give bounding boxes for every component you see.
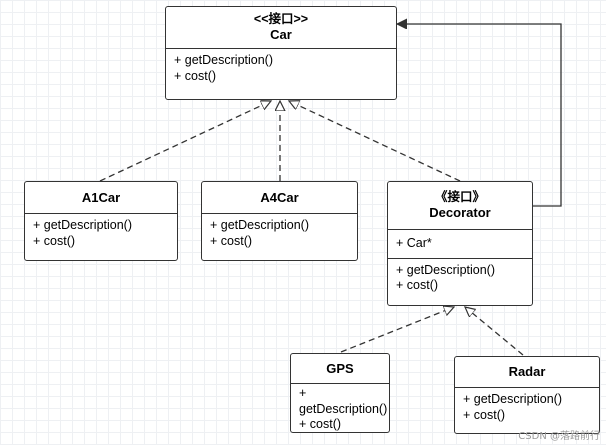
- class-decorator-methods: + getDescription() + cost(): [388, 257, 532, 298]
- class-car-methods: + getDescription() + cost(): [166, 49, 396, 88]
- association-decorator-car: [397, 24, 562, 207]
- class-radar-name: Radar: [508, 364, 546, 379]
- class-decorator-stereotype: 《接口》: [434, 190, 485, 204]
- class-a1car-methods: + getDescription() + cost(): [25, 214, 177, 253]
- class-gps[interactable]: GPS + getDescription() + cost(): [290, 353, 390, 433]
- class-a1car[interactable]: A1Car + getDescription() + cost(): [24, 181, 178, 261]
- method: + getDescription(): [463, 392, 562, 406]
- realization-a1car-car: [99, 101, 271, 182]
- class-a4car-header: A4Car: [202, 182, 357, 214]
- class-gps-methods: + getDescription() + cost(): [291, 384, 389, 432]
- class-decorator[interactable]: 《接口》 Decorator + Car* + getDescription()…: [387, 181, 533, 306]
- method: + cost(): [463, 407, 506, 422]
- class-decorator-header: 《接口》 Decorator: [388, 182, 532, 230]
- realization-decorator-car: [289, 101, 461, 182]
- method: + getDescription(): [33, 218, 132, 232]
- class-car[interactable]: <<接口>> Car + getDescription() + cost(): [165, 6, 397, 100]
- class-a4car[interactable]: A4Car + getDescription() + cost(): [201, 181, 358, 261]
- method: + cost(): [174, 68, 217, 83]
- method: + cost(): [33, 233, 76, 248]
- attribute: + Car*: [396, 236, 432, 250]
- class-car-header: <<接口>> Car: [166, 7, 396, 49]
- method: + cost(): [210, 233, 253, 248]
- class-radar[interactable]: Radar + getDescription() + cost(): [454, 356, 600, 434]
- method: +: [299, 386, 307, 400]
- class-decorator-name: Decorator: [429, 205, 491, 220]
- method: + getDescription(): [174, 53, 273, 67]
- class-gps-header: GPS: [291, 354, 389, 384]
- class-a4car-methods: + getDescription() + cost(): [202, 214, 357, 253]
- class-radar-header: Radar: [455, 357, 599, 388]
- method: getDescription(): [299, 401, 388, 416]
- realization-radar-decorator: [465, 307, 524, 356]
- class-decorator-attributes: + Car*: [388, 230, 532, 258]
- method: + cost(): [299, 417, 342, 431]
- class-car-name: Car: [270, 27, 292, 42]
- method: + getDescription(): [210, 218, 309, 232]
- watermark: CSDN @落路前行: [518, 431, 600, 442]
- class-radar-methods: + getDescription() + cost(): [455, 388, 599, 427]
- class-a4car-name: A4Car: [260, 189, 299, 205]
- method: + cost(): [396, 278, 439, 292]
- class-a1car-name: A1Car: [81, 189, 121, 205]
- class-gps-name: GPS: [326, 360, 354, 376]
- method: + getDescription(): [396, 262, 495, 277]
- class-a1car-header: A1Car: [25, 182, 177, 214]
- realization-gps-decorator: [340, 307, 454, 353]
- class-car-stereotype: <<接口>>: [253, 12, 309, 26]
